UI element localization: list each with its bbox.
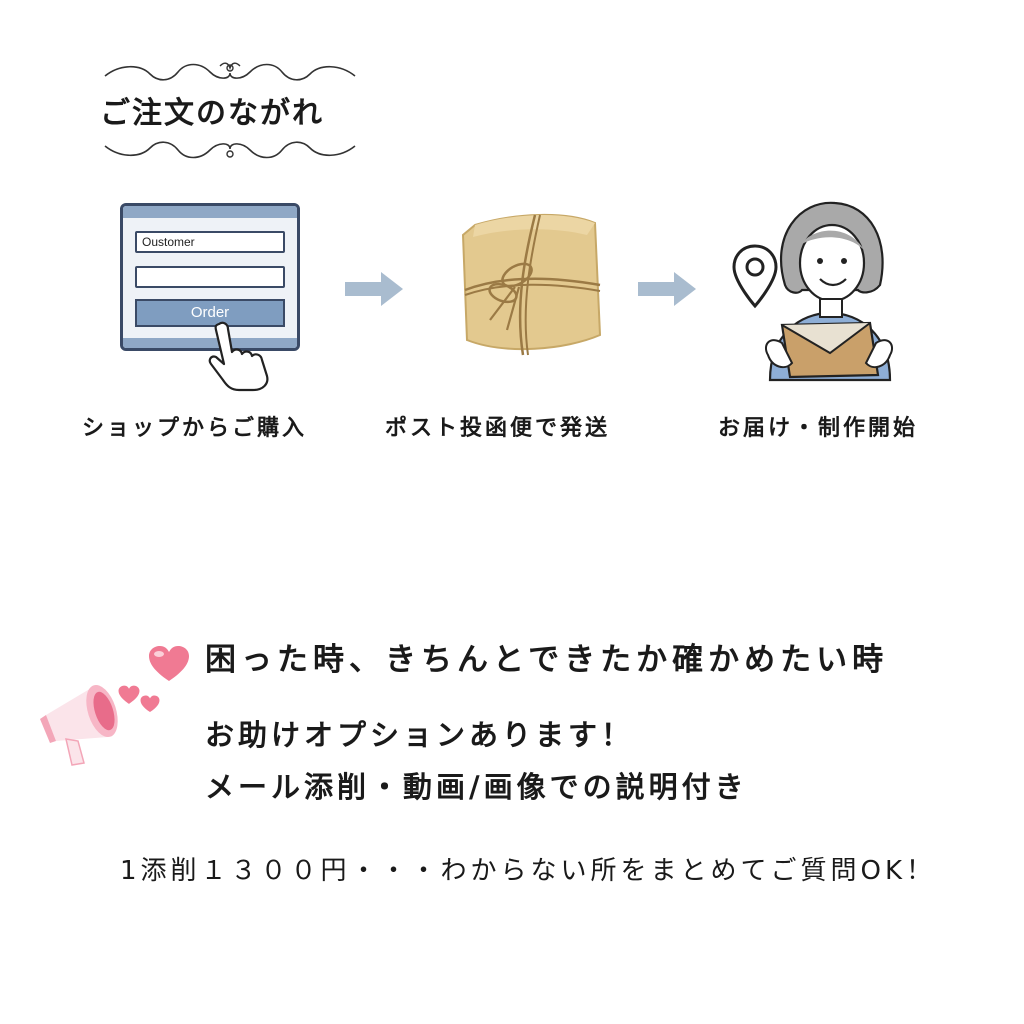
pointing-hand-icon (208, 321, 269, 392)
heart-tiny-icon (140, 695, 160, 713)
promo-line-2: メール添削・動画/画像での説明付き (205, 770, 748, 804)
promo-headline: 困った時、きちんとできたか確かめたい時 (205, 642, 889, 678)
megaphone-icon (40, 684, 118, 766)
form-header-bar (123, 206, 297, 218)
heart-icon (149, 646, 189, 681)
empty-field (135, 266, 285, 288)
title-block: ご注文のながれ (100, 60, 360, 160)
form-footer-bar (123, 338, 297, 348)
page-title: ご注文のながれ (100, 96, 324, 131)
step-label-purchase: ショップからご購入 (82, 416, 308, 441)
order-button: Order (135, 299, 285, 327)
price-note: 1添削１３００円・・・わからない所をまとめてご質問OK！ (120, 856, 937, 886)
step-label-shipping: ポスト投函便で発送 (385, 416, 611, 441)
promo-line-1: お助けオプションあります！ (205, 718, 635, 752)
heart-small-icon (118, 685, 140, 704)
arrow-right-icon (345, 272, 403, 306)
location-pin-icon (732, 244, 778, 309)
flourish-bottom-icon (104, 141, 356, 159)
parcel-icon (461, 214, 602, 356)
step-label-delivery: お届け・制作開始 (718, 416, 919, 441)
recipient-icon (764, 201, 894, 382)
customer-field: Oustomer (135, 231, 285, 253)
arrow-right-icon-2 (638, 272, 696, 306)
flourish-top-icon (104, 62, 356, 81)
order-form-icon: Oustomer Order (120, 203, 300, 351)
